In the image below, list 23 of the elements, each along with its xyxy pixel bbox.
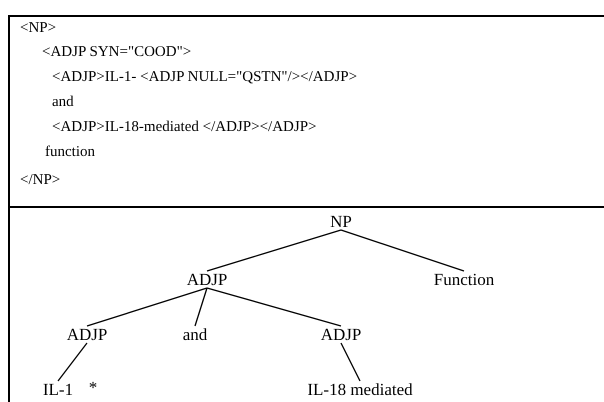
xml-line: <ADJP>IL-18-mediated </ADJP></ADJP> — [52, 119, 316, 136]
tree-node-label: and — [182, 325, 208, 344]
tree-node-label: ADJP — [320, 325, 362, 344]
tree-branch — [206, 287, 342, 327]
xml-line: <ADJP SYN="COOD"> — [42, 44, 192, 61]
tree-branch — [206, 229, 342, 272]
xml-line: and — [52, 94, 74, 111]
tree-node-label: ADJP — [186, 270, 228, 289]
tree-branch — [340, 342, 361, 382]
tree-branch — [340, 229, 464, 272]
tree-branch — [57, 342, 88, 382]
tree-node-label: * — [88, 378, 98, 397]
tree-branch — [194, 288, 208, 326]
xml-line: <ADJP>IL-1- <ADJP NULL="QSTN"/></ADJP> — [52, 69, 358, 86]
tree-node-label: IL-1 — [42, 380, 74, 399]
tree-node-label: Function — [434, 270, 494, 289]
xml-line: <NP> — [20, 20, 56, 37]
tree-node-label: IL-18 mediated — [307, 380, 413, 399]
tree-branch — [86, 287, 208, 327]
xml-line: function — [45, 144, 95, 161]
xml-line: </NP> — [20, 172, 60, 189]
tree-node-label: ADJP — [66, 325, 108, 344]
tree-node-label: NP — [330, 212, 352, 231]
